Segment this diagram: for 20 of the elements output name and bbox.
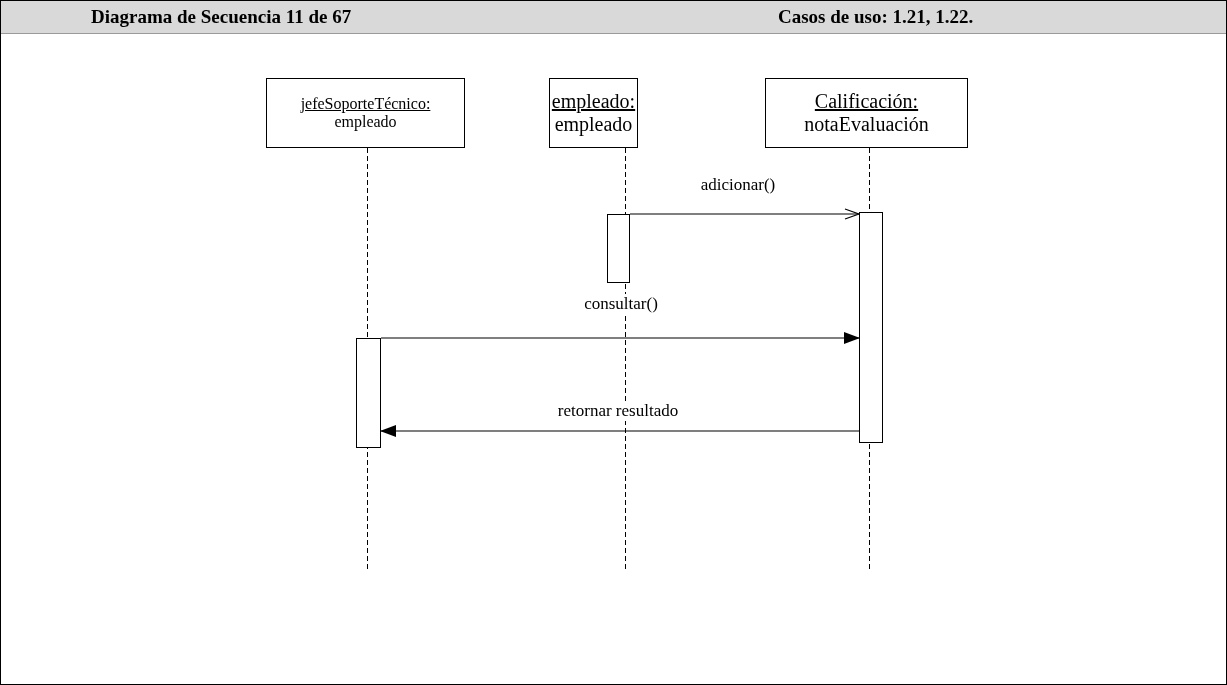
class-name: empleado xyxy=(334,113,397,132)
diagram-title: Diagrama de Secuencia 11 de 67 xyxy=(91,6,352,28)
object-box xyxy=(765,78,968,148)
message-arrow xyxy=(380,332,860,344)
use-case-reference: Casos de uso: 1.21, 1.22. xyxy=(778,6,974,28)
message-arrow xyxy=(380,425,860,437)
activation-bar xyxy=(859,212,883,443)
object-name: empleado: xyxy=(551,90,636,113)
message-label: adicionar() xyxy=(699,175,777,195)
message-label: retornar resultado xyxy=(556,401,680,421)
activation-bar xyxy=(356,338,381,448)
object-box xyxy=(549,78,638,148)
object-name: Calificación: xyxy=(814,90,919,113)
activation-bar xyxy=(607,214,630,283)
class-name: empleado xyxy=(554,113,633,136)
class-name: notaEvaluación xyxy=(804,113,929,136)
object-box xyxy=(266,78,465,148)
object-name: jefeSoporteTécnico: xyxy=(300,94,431,113)
message-arrow xyxy=(629,208,860,220)
message-label: consultar() xyxy=(583,294,659,314)
